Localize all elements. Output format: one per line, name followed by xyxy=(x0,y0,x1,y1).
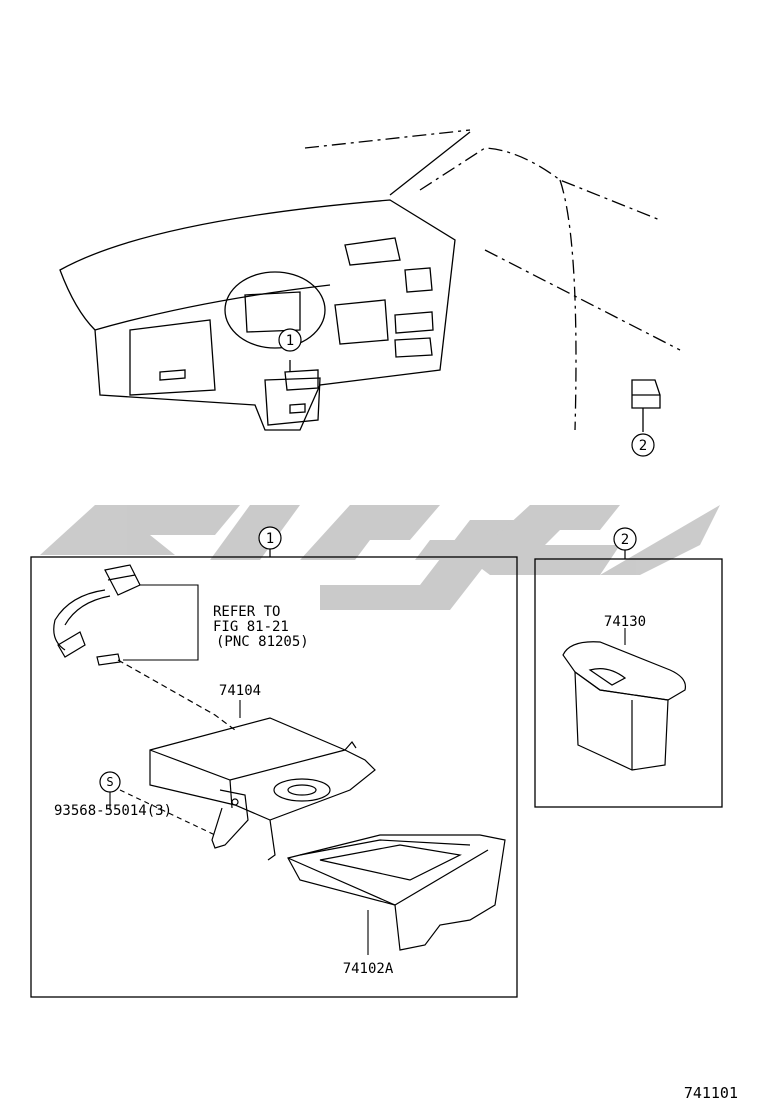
screw-callout: S xyxy=(99,771,216,836)
label-74102a: 74102A xyxy=(343,961,394,977)
callout-1-dashboard: 1 xyxy=(278,328,302,352)
refer-label-line1: REFER TO xyxy=(213,604,280,620)
wire-harness xyxy=(53,564,236,731)
part-74104-housing xyxy=(149,717,376,861)
svg-text:S: S xyxy=(106,775,113,789)
part-74130-console-box xyxy=(562,641,687,771)
label-74104: 74104 xyxy=(219,683,261,699)
label-screw: 93568-55014(3) xyxy=(54,803,172,819)
figure-number: 741101 xyxy=(684,1084,738,1102)
section-2-frame: 2 xyxy=(534,527,723,808)
svg-text:2: 2 xyxy=(639,438,647,454)
dashboard-illustration xyxy=(59,129,681,432)
svg-text:1: 1 xyxy=(286,333,294,349)
refer-bracket xyxy=(123,584,199,661)
watermark-logo xyxy=(40,505,720,610)
section-1-frame: 1 xyxy=(30,526,518,998)
svg-text:1: 1 xyxy=(266,531,274,547)
part-74102a-ashtray xyxy=(287,834,506,951)
refer-label-line2: FIG 81-21 xyxy=(213,619,289,635)
callout-2-dashboard: 2 xyxy=(631,433,655,457)
label-74130: 74130 xyxy=(604,614,646,630)
svg-text:2: 2 xyxy=(621,532,629,548)
refer-label-line3: (PNC 81205) xyxy=(216,634,309,650)
